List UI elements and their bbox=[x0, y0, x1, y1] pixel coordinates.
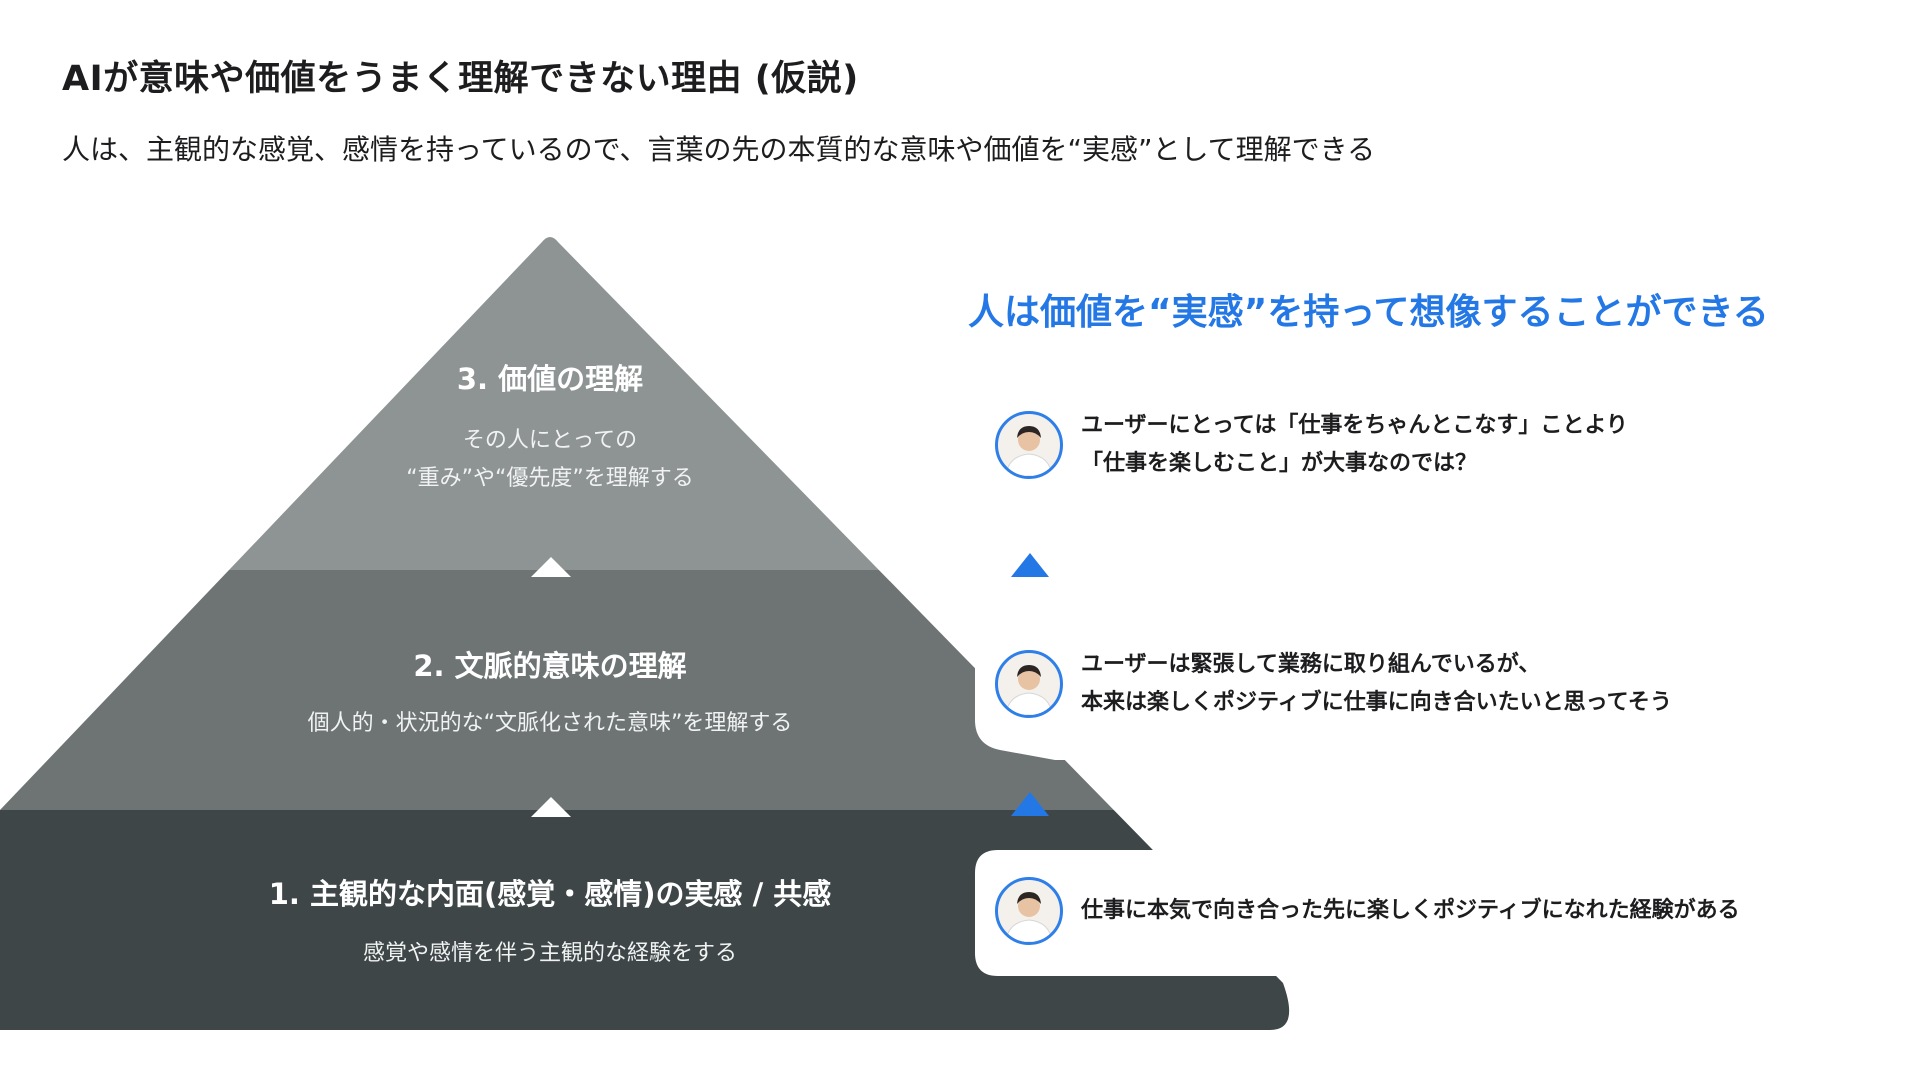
level-3-desc-line2: “重み”や“優先度”を理解する bbox=[406, 466, 694, 491]
arrow-up-icon bbox=[531, 797, 571, 817]
comment-text: ユーザーは緊張して業務に取り組んでいるが、 本来は楽しくポジティブに仕事に向き合… bbox=[1081, 646, 1672, 722]
callout-cutout-middle bbox=[975, 520, 1920, 760]
comment-item: ユーザーは緊張して業務に取り組んでいるが、 本来は楽しくポジティブに仕事に向き合… bbox=[995, 646, 1672, 722]
level-1-desc: 感覚や感情を伴う主観的な経験をする bbox=[362, 941, 737, 966]
page-title: AIが意味や価値をうまく理解できない理由 (仮説) bbox=[62, 59, 859, 99]
avatar bbox=[995, 411, 1063, 479]
level-2-title: 2. 文脈的意味の理解 bbox=[413, 649, 687, 683]
comment-item: 仕事に本気で向き合った先に楽しくポジティブになれた経験がある bbox=[995, 877, 1740, 945]
avatar bbox=[995, 877, 1063, 945]
arrow-up-icon bbox=[531, 557, 571, 577]
page-subtitle: 人は、主観的な感覚、感情を持っているので、言葉の先の本質的な意味や価値を“実感”… bbox=[62, 133, 1376, 166]
level-3-desc-line1: その人にとっての bbox=[462, 428, 638, 453]
callout-cutout-bottom bbox=[975, 850, 1920, 976]
comment-line: ユーザーにとっては「仕事をちゃんとこなす」ことより bbox=[1081, 413, 1628, 438]
comment-line: ユーザーは緊張して業務に取り組んでいるが、 bbox=[1081, 652, 1541, 677]
comment-line: 「仕事を楽しむこと」が大事なのでは？ bbox=[1081, 451, 1478, 476]
arrow-up-icon bbox=[1011, 553, 1049, 577]
avatar bbox=[995, 650, 1063, 718]
arrow-up-icon bbox=[1011, 792, 1049, 816]
comment-item: ユーザーにとっては「仕事をちゃんとこなす」ことより 「仕事を楽しむこと」が大事な… bbox=[995, 407, 1628, 483]
comment-text: ユーザーにとっては「仕事をちゃんとこなす」ことより 「仕事を楽しむこと」が大事な… bbox=[1081, 407, 1628, 483]
right-heading: 人は価値を“実感”を持って想像することができる bbox=[968, 292, 1769, 333]
comment-line: 本来は楽しくポジティブに仕事に向き合いたいと思ってそう bbox=[1081, 690, 1672, 715]
level-1-title: 1. 主観的な内面(感覚・感情)の実感 / 共感 bbox=[268, 877, 832, 911]
level-2-desc: 個人的・状況的な“文脈化された意味”を理解する bbox=[307, 711, 793, 736]
comment-text: 仕事に本気で向き合った先に楽しくポジティブになれた経験がある bbox=[1081, 892, 1740, 930]
pyramid-level-3-band bbox=[0, 237, 1290, 570]
level-3-title: 3. 価値の理解 bbox=[456, 362, 644, 396]
comment-line: 仕事に本気で向き合った先に楽しくポジティブになれた経験がある bbox=[1081, 898, 1740, 923]
